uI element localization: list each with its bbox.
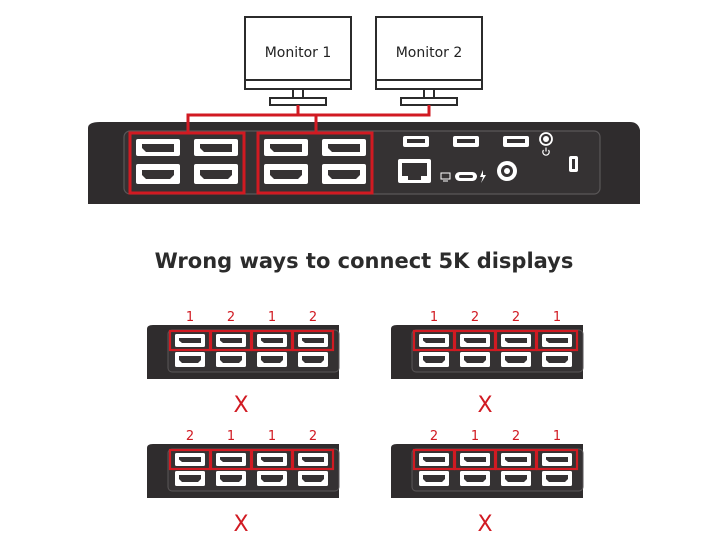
port-number: 1 [268, 429, 276, 444]
displayport-icon [175, 334, 205, 347]
cables [186, 105, 431, 132]
displayport-icon [216, 334, 246, 347]
hdmi-icon [175, 471, 205, 486]
displayport-icon [460, 453, 490, 466]
displayport-icon [322, 139, 366, 156]
port-highlight [535, 448, 579, 471]
usb-a-icon [453, 136, 479, 147]
port-pair-highlight [128, 131, 246, 195]
hdmi-icon [501, 471, 531, 486]
wrong-mark: X [477, 393, 492, 418]
kensington-lock-icon [569, 156, 578, 172]
displayport-icon [257, 334, 287, 347]
hdmi-icon [298, 352, 328, 367]
port-highlight [291, 329, 335, 352]
wrong-mark: X [477, 512, 492, 537]
example-4: 2 1 2 1X [391, 429, 584, 537]
heading: Wrong ways to connect 5K displays [155, 249, 574, 273]
hdmi-icon [460, 471, 490, 486]
port-pair-highlight [256, 131, 374, 195]
usb-c-icon [455, 172, 477, 181]
thunderbolt-icon [480, 170, 486, 183]
port-highlight [535, 329, 579, 352]
port-number: 1 [227, 429, 235, 444]
hdmi-icon [264, 164, 308, 184]
hdmi-icon [194, 164, 238, 184]
port-number: 1 [430, 310, 438, 325]
audio-jack-icon [497, 161, 517, 181]
monitor-1-label: Monitor 1 [265, 45, 332, 61]
example-2: 1 2 2 1X [391, 310, 584, 418]
ethernet-icon [398, 159, 431, 183]
hdmi-icon [298, 471, 328, 486]
usb-a-icon [503, 136, 529, 147]
power-button [539, 132, 553, 146]
port-number: 1 [471, 429, 479, 444]
usb-a-icon [403, 136, 429, 147]
displayport-icon [194, 139, 238, 156]
port-number: 1 [553, 310, 561, 325]
hdmi-icon [501, 352, 531, 367]
hdmi-icon [257, 471, 287, 486]
displayport-icon [501, 453, 531, 466]
port-number: 2 [430, 429, 438, 444]
dock-video-ports [128, 131, 374, 195]
displayport-icon [419, 453, 449, 466]
hdmi-icon [136, 164, 180, 184]
hdmi-icon [460, 352, 490, 367]
displayport-icon [542, 453, 572, 466]
dock-right-ports [398, 132, 578, 183]
port-number: 2 [227, 310, 235, 325]
port-number: 2 [309, 310, 317, 325]
port-number: 2 [186, 429, 194, 444]
displayport-icon [175, 453, 205, 466]
port-number: 1 [553, 429, 561, 444]
hdmi-icon [216, 352, 246, 367]
displayport-icon [136, 139, 180, 156]
hdmi-icon [257, 352, 287, 367]
hdmi-icon [322, 164, 366, 184]
monitor-1: Monitor 1 [244, 16, 352, 106]
displayport-icon [298, 334, 328, 347]
displayport-icon [298, 453, 328, 466]
displayport-icon [542, 334, 572, 347]
port-number: 2 [512, 310, 520, 325]
wrong-mark: X [233, 393, 248, 418]
wrong-mark: X [233, 512, 248, 537]
example-1: 1 2 1 2X [147, 310, 340, 418]
power-icon [542, 147, 550, 156]
displayport-icon [460, 334, 490, 347]
port-number: 2 [309, 429, 317, 444]
port-number: 1 [268, 310, 276, 325]
hdmi-icon [542, 471, 572, 486]
monitor-2-label: Monitor 2 [396, 45, 463, 61]
example-3: 2 1 1 2X [147, 429, 340, 537]
displayport-icon [216, 453, 246, 466]
displayport-icon [501, 334, 531, 347]
displayport-icon [264, 139, 308, 156]
monitor-2: Monitor 2 [375, 16, 483, 106]
port-number: 2 [471, 310, 479, 325]
port-highlight [291, 448, 335, 471]
port-number: 2 [512, 429, 520, 444]
hdmi-icon [419, 471, 449, 486]
hdmi-icon [175, 352, 205, 367]
displayport-icon [419, 334, 449, 347]
port-number: 1 [186, 310, 194, 325]
displayport-icon [257, 453, 287, 466]
hdmi-icon [216, 471, 246, 486]
hdmi-icon [419, 352, 449, 367]
display-small-icon [440, 172, 451, 182]
hdmi-icon [542, 352, 572, 367]
